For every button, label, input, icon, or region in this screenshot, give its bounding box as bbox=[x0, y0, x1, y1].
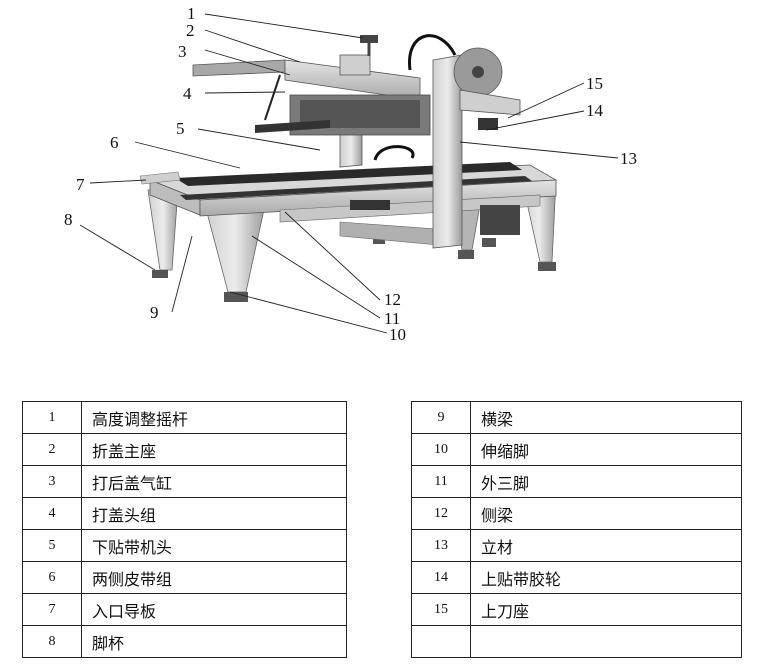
part-name: 下贴带机头 bbox=[81, 529, 347, 562]
part-name: 脚杯 bbox=[81, 625, 347, 658]
table-row bbox=[411, 625, 742, 658]
callout-13: 13 bbox=[620, 149, 637, 168]
part-name: 侧梁 bbox=[470, 497, 742, 530]
part-name: 横梁 bbox=[470, 401, 742, 434]
callout-12: 12 bbox=[384, 290, 401, 309]
callout-10: 10 bbox=[389, 325, 406, 344]
part-number: 12 bbox=[411, 497, 471, 530]
callout-6: 6 bbox=[110, 133, 119, 152]
callout-2: 2 bbox=[186, 21, 195, 40]
part-name: 上刀座 bbox=[470, 593, 742, 626]
callout-7: 7 bbox=[76, 175, 85, 194]
part-name: 两侧皮带组 bbox=[81, 561, 347, 594]
part-name: 打盖头组 bbox=[81, 497, 347, 530]
part-number: 3 bbox=[22, 465, 82, 498]
part-name: 伸缩脚 bbox=[470, 433, 742, 466]
conveyor-body bbox=[139, 162, 558, 247]
callout-14: 14 bbox=[586, 101, 604, 120]
part-name bbox=[470, 625, 742, 658]
part-name: 打后盖气缸 bbox=[81, 465, 347, 498]
callout-9: 9 bbox=[150, 303, 159, 322]
callout-4: 4 bbox=[183, 84, 192, 103]
callout-3: 3 bbox=[178, 42, 187, 61]
part-number: 15 bbox=[411, 593, 471, 626]
part-number: 6 bbox=[22, 561, 82, 594]
callout-1: 1 bbox=[187, 4, 196, 23]
callout-15: 15 bbox=[586, 74, 603, 93]
callout-8: 8 bbox=[64, 210, 73, 229]
part-number: 4 bbox=[22, 497, 82, 530]
callout-numbers: 1 2 3 4 5 6 7 8 9 10 11 12 13 14 15 bbox=[64, 4, 637, 344]
part-number: 14 bbox=[411, 561, 471, 594]
machine-illustration: 1 2 3 4 5 6 7 8 9 10 11 12 13 14 15 bbox=[64, 4, 637, 344]
part-number: 7 bbox=[22, 593, 82, 626]
part-name: 外三脚 bbox=[470, 465, 742, 498]
leader-lines bbox=[79, 13, 619, 334]
part-name: 高度调整摇杆 bbox=[81, 401, 347, 434]
part-name: 立材 bbox=[470, 529, 742, 562]
part-number: 9 bbox=[411, 401, 471, 434]
part-name: 入口导板 bbox=[81, 593, 347, 626]
part-number: 2 bbox=[22, 433, 82, 466]
part-name: 上贴带胶轮 bbox=[470, 561, 742, 594]
part-number: 5 bbox=[22, 529, 82, 562]
part-name: 折盖主座 bbox=[81, 433, 347, 466]
callout-5: 5 bbox=[176, 119, 185, 138]
part-number: 1 bbox=[22, 401, 82, 434]
part-number: 8 bbox=[22, 625, 82, 658]
vertical-post bbox=[339, 54, 463, 249]
part-number: 10 bbox=[411, 433, 471, 466]
callout-11: 11 bbox=[384, 309, 400, 328]
machine-diagram: 1 2 3 4 5 6 7 8 9 10 11 12 13 14 15 bbox=[64, 4, 637, 344]
part-number: 13 bbox=[411, 529, 471, 562]
part-number bbox=[411, 625, 471, 658]
part-number: 11 bbox=[411, 465, 471, 498]
